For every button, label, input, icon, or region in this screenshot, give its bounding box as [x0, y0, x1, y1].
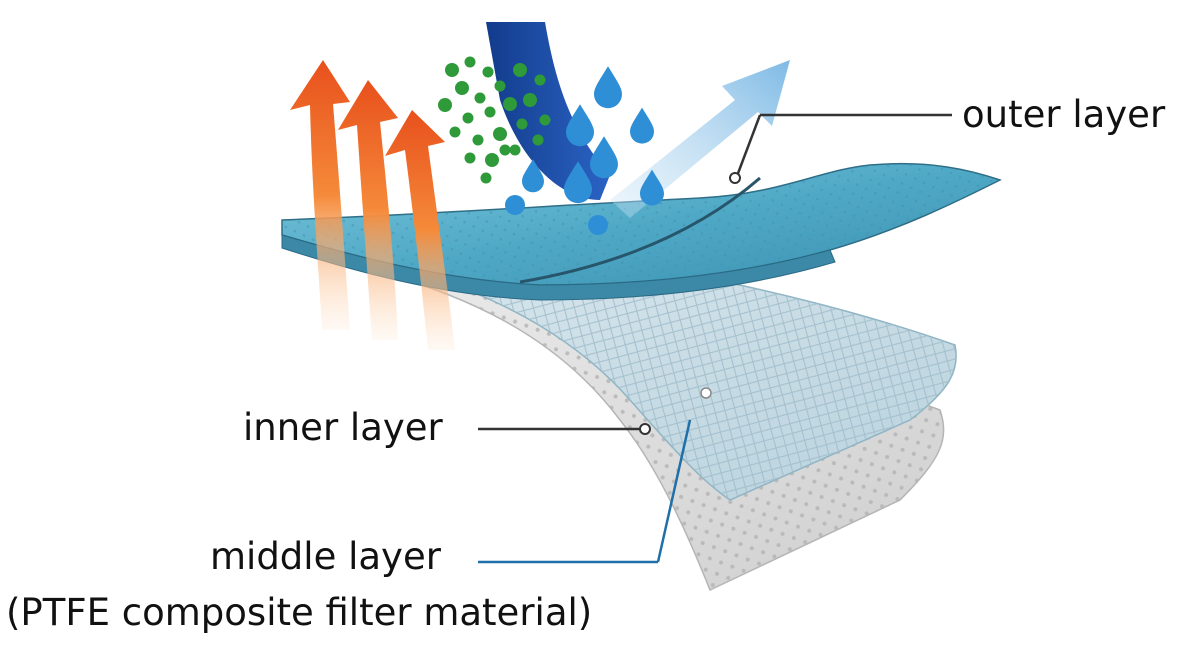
water-drop: [590, 136, 618, 179]
particle: [472, 134, 484, 146]
particle: [455, 81, 469, 95]
inner-layer-pointer: [478, 423, 651, 435]
blocked-stream-icon: [486, 22, 610, 200]
particle: [438, 98, 452, 112]
particle: [532, 134, 544, 146]
water-drop: [566, 104, 594, 147]
particle: [445, 63, 459, 77]
particle: [523, 93, 537, 107]
water-drop: [640, 169, 664, 206]
water-drop: [564, 161, 592, 204]
particle: [480, 172, 492, 184]
heat-arrow-icon: [290, 60, 455, 350]
particle: [493, 127, 507, 141]
particle: [534, 74, 546, 86]
water-drop: [594, 66, 622, 109]
middle-layer-pointer: [478, 387, 712, 564]
particle: [499, 144, 511, 156]
water-drop: [522, 159, 544, 193]
particle: [474, 92, 486, 104]
water-drop: [630, 107, 654, 144]
particle: [449, 126, 461, 138]
outer-layer-sheet: [281, 162, 1002, 301]
particle: [494, 80, 506, 92]
particle: [485, 153, 499, 167]
particle: [539, 114, 551, 126]
particle-icon: [438, 56, 551, 184]
particle: [509, 144, 521, 156]
outer-layer-pointer: [729, 113, 952, 184]
water-drop-icon: [505, 66, 664, 235]
outer-layer-label: outer layer: [962, 93, 1166, 136]
particle: [503, 97, 517, 111]
particle: [464, 152, 476, 164]
middle-layer-material-label: (PTFE composite filter material): [6, 591, 593, 634]
middle-layer-label: middle layer: [210, 535, 441, 578]
particle: [462, 112, 474, 124]
particle: [516, 118, 528, 130]
particle: [513, 63, 527, 77]
particle: [484, 106, 496, 118]
particle: [464, 56, 476, 68]
particle: [482, 66, 494, 78]
inner-layer-label: inner layer: [243, 406, 443, 449]
water-bead: [588, 215, 608, 235]
water-bead: [505, 195, 525, 215]
